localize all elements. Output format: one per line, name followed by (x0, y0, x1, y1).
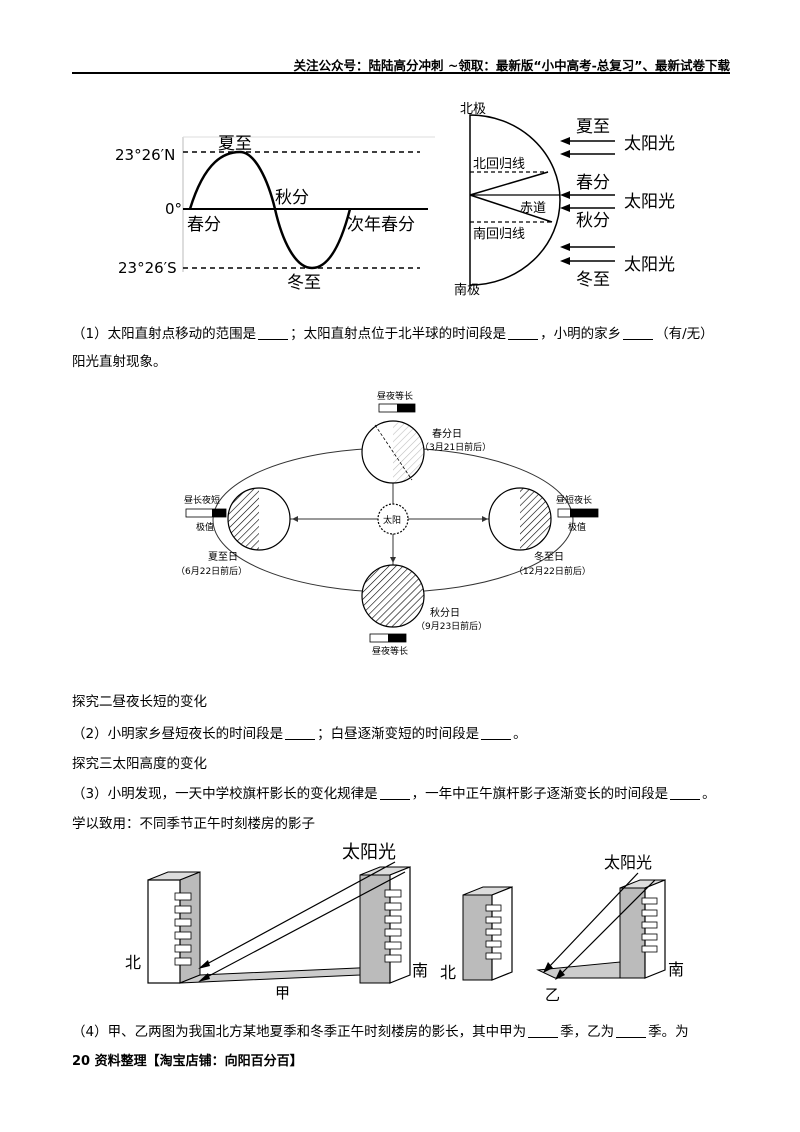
tropic-cancer-label: 北回归线 (473, 157, 525, 172)
earth-spring (361, 420, 425, 484)
autumn-date-label: （9月23日前后） (416, 620, 487, 632)
q1-text-3: ，小明的家乡 (540, 326, 622, 342)
footer-text: 资料整理【淘宝店铺：向阳百分百】 (94, 1054, 303, 1069)
page-number: 20 (72, 1054, 91, 1069)
lat-south-label: 23°26′S (118, 259, 177, 277)
autumn-eq-label: 昼夜等长 (372, 645, 408, 657)
summer-name-label: 夏至日 (208, 551, 238, 563)
winter-name-label: 冬至日 (534, 550, 564, 563)
sunlight-a-label: 太阳光 (342, 842, 396, 863)
answer-blank[interactable] (528, 1024, 559, 1038)
winter-label: 冬至 (576, 270, 610, 290)
sunlight-b-label: 太阳光 (604, 853, 652, 872)
q2-text-3: 。 (513, 726, 527, 742)
summer-extreme-label: 极值 (196, 521, 214, 533)
q2-text-2: ；白昼逐渐变短的时间段是 (317, 726, 480, 742)
summer-date-label: （6月22日前后） (176, 565, 247, 577)
spring-date-label: （3月21日前后） (420, 441, 491, 453)
q1-text-1: （1）太阳直射点移动的范围是 (72, 326, 257, 342)
answer-blank[interactable] (670, 786, 701, 800)
curve-axes (182, 136, 435, 272)
q4-text-2: 季，乙为 (560, 1024, 615, 1040)
q1-text-4: （有/无） (655, 326, 714, 342)
winter-solstice-label: 冬至 (287, 273, 321, 293)
earth-winter (488, 487, 552, 551)
sunlight-label-2: 太阳光 (624, 192, 675, 212)
q3-text-1: （3）小明发现，一天中学校旗杆影长的变化规律是 (72, 786, 378, 802)
winter-date-label: （12月22日前后） (514, 565, 591, 577)
sine-curve (188, 150, 352, 270)
answer-blank[interactable] (481, 726, 512, 740)
south-a-label: 南 (412, 961, 428, 980)
sunlight-label-1: 太阳光 (624, 134, 675, 154)
answer-blank[interactable] (508, 326, 539, 340)
hemisphere-outline (469, 114, 561, 286)
answer-blank[interactable] (616, 1024, 647, 1038)
figure-a-label: 甲 (275, 984, 290, 1002)
autumn-name-label: 秋分日 (430, 606, 460, 619)
sun-label: 太阳 (383, 514, 401, 526)
north-b-label: 北 (440, 963, 456, 982)
question-1-line-2: 阳光直射现象。 (72, 354, 167, 370)
header-text: 关注公众号：陆陆高分冲刺 ~领取：最新版“小中高考-总复习”、最新试卷下载 (293, 58, 730, 73)
tropic-capricorn-label: 南回归线 (473, 226, 525, 242)
winter-extreme-label: 极值 (568, 521, 586, 533)
answer-blank[interactable] (285, 726, 316, 740)
apply-heading: 学以致用：不同季节正午时刻楼房的影子 (72, 816, 315, 832)
figure-b-label: 乙 (545, 986, 560, 1004)
spring-equinox-label: 春分 (187, 215, 221, 235)
q4-text-1: （4）甲、乙两图为我国北方某地夏季和冬季正午时刻楼房的影长，其中甲为 (72, 1024, 527, 1040)
question-3: （3）小明发现，一天中学校旗杆影长的变化规律是 ，一年中正午旗杆影子逐渐变长的时间… (72, 782, 716, 802)
q3-text-2: ，一年中正午旗杆影子逐渐变长的时间段是 (411, 786, 669, 802)
page-footer: 20 资料整理【淘宝店铺：向阳百分百】 (72, 1050, 303, 1069)
earth-autumn (361, 564, 425, 628)
explore-2-heading: 探究二昼夜长短的变化 (72, 694, 207, 710)
earth-summer (227, 487, 291, 551)
summer-day-label: 昼长夜短 (184, 494, 220, 506)
north-a-label: 北 (125, 953, 141, 972)
lat-north-label: 23°26′N (115, 146, 175, 164)
orbit-path (212, 447, 574, 593)
q2-text-1: （2）小明家乡昼短夜长的时间段是 (72, 726, 284, 742)
answer-blank[interactable] (258, 326, 289, 340)
answer-blank[interactable] (623, 326, 654, 340)
question-4: （4）甲、乙两图为我国北方某地夏季和冬季正午时刻楼房的影长，其中甲为 季，乙为 季。… (72, 1020, 689, 1040)
q1-text-2: ；太阳直射点位于北半球的时间段是 (290, 326, 507, 342)
page-header: 关注公众号：陆陆高分冲刺 ~领取：最新版“小中高考-总复习”、最新试卷下载 (72, 50, 730, 74)
spring-name-label: 春分日 (432, 428, 462, 440)
sunlight-label-3: 太阳光 (624, 255, 675, 275)
next-spring-equinox-label: 次年春分 (347, 215, 415, 235)
summer-solstice-label: 夏至 (218, 134, 252, 154)
answer-blank[interactable] (379, 786, 410, 800)
equator-label: 赤道 (520, 201, 546, 216)
building-figure-b: 北 太阳光 南 乙 (440, 853, 684, 1004)
lat-zero-label: 0° (165, 200, 182, 218)
building-figure-a: 太阳光 北 南 甲 (125, 842, 428, 1002)
explore-3-heading: 探究三太阳高度的变化 (72, 756, 207, 772)
q4-text-3: 季。为 (648, 1024, 689, 1040)
winter-day-label: 昼短夜长 (556, 494, 592, 506)
autumn-equinox-label: 秋分 (275, 188, 309, 208)
spring-label: 春分 (576, 173, 610, 193)
north-pole-label: 北极 (460, 102, 486, 117)
south-b-label: 南 (668, 960, 684, 979)
question-2: （2）小明家乡昼短夜长的时间段是 ；白昼逐渐变短的时间段是 。 (72, 722, 527, 742)
q3-text-3: 。 (702, 786, 716, 802)
summer-label: 夏至 (576, 117, 610, 137)
south-pole-label: 南极 (454, 282, 480, 298)
sun (377, 503, 409, 535)
autumn-label: 秋分 (576, 211, 610, 231)
question-1: （1）太阳直射点移动的范围是 ；太阳直射点位于北半球的时间段是 ，小明的家乡 （有/无… (72, 322, 714, 342)
spring-eq-label: 昼夜等长 (377, 390, 413, 402)
